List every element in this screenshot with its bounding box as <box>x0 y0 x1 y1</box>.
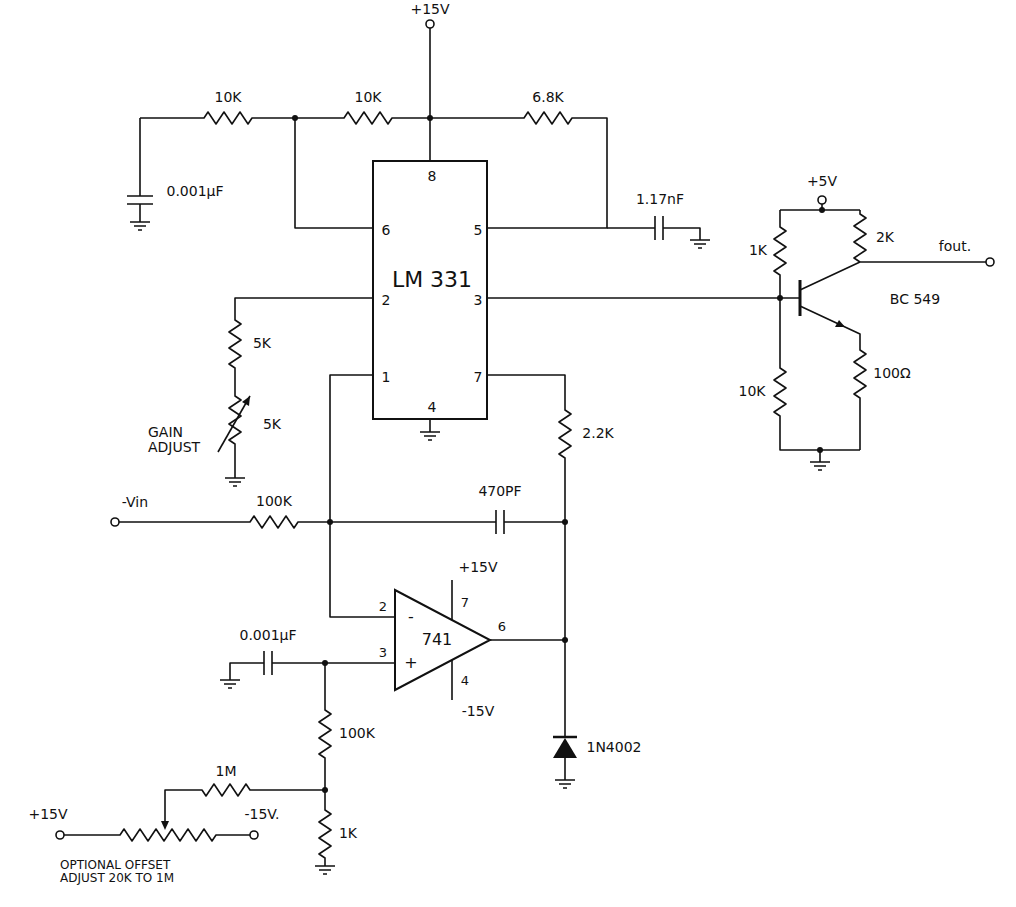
edge-group <box>330 375 372 617</box>
pin-number: 4 <box>461 674 469 687</box>
junction-dot <box>292 115 298 121</box>
arrow-head <box>242 396 250 406</box>
diode-symbol <box>553 738 577 758</box>
pin-number: 4 <box>428 400 437 414</box>
junction-dot <box>777 295 783 301</box>
part-name: LM 331 <box>392 269 472 291</box>
component-label: +5V <box>807 174 837 189</box>
wiper-arrow <box>161 821 169 830</box>
diode-bar <box>553 736 577 739</box>
component-label: +15V <box>410 2 449 17</box>
component-label: 100K <box>339 726 375 741</box>
pin-number: - <box>408 609 414 625</box>
offset-network-wire <box>315 663 365 874</box>
junction-dot <box>817 447 823 453</box>
capacitor-symbol <box>127 118 153 230</box>
component-label: 100K <box>256 494 292 509</box>
component-label: -Vin <box>122 495 148 510</box>
component-label: 5K <box>253 336 271 351</box>
pin-number: 2 <box>382 293 391 307</box>
component-label: 1M <box>216 764 237 779</box>
component-label: 0.001μF <box>239 628 296 643</box>
part-name: 741 <box>422 632 453 648</box>
component-label: 1.17nF <box>636 192 684 207</box>
opamp-triangle <box>395 590 490 690</box>
opamp-leads <box>365 580 510 700</box>
supply-wire <box>429 28 431 160</box>
component-label: 10K <box>739 384 766 399</box>
terminal-group <box>56 20 994 839</box>
pin-number: 8 <box>428 169 437 183</box>
pin-number: 3 <box>474 293 483 307</box>
pin-number: 3 <box>379 646 387 659</box>
pin-number: 6 <box>382 223 391 237</box>
pin7-wire <box>488 375 575 788</box>
junction-dot <box>562 637 568 643</box>
component-label: BC 549 <box>890 292 940 307</box>
component-label: 1K <box>339 826 357 841</box>
junction-dot <box>322 660 328 666</box>
transistor-base <box>799 280 802 316</box>
component-label: 2K <box>876 230 894 245</box>
output-wire <box>510 639 565 641</box>
junction-dot <box>819 207 825 213</box>
component-label: 6.8K <box>532 90 563 105</box>
component-label: fout. <box>939 239 971 254</box>
resistor-symbol <box>774 298 860 470</box>
component-label: 1N4002 <box>586 740 641 755</box>
component-label: -15V. <box>244 807 279 822</box>
resistor-symbol <box>165 784 325 822</box>
component-label: 5K <box>263 417 281 432</box>
junction-group <box>292 115 825 793</box>
resistor-symbol <box>774 210 786 298</box>
emitter-wire <box>800 306 866 450</box>
signal-wire <box>330 375 372 617</box>
capacitor-symbol <box>220 651 325 688</box>
component-label: 100Ω <box>873 366 910 381</box>
component-label: 470PF <box>478 484 521 499</box>
component-label: 10K <box>355 90 382 105</box>
terminal <box>56 831 64 839</box>
junction-dot <box>322 787 328 793</box>
junction-dot <box>562 519 568 525</box>
component-label: +15V <box>458 560 497 575</box>
terminal <box>111 518 119 526</box>
component-label: GAIN ADJUST <box>148 425 212 456</box>
opamp-triangle: 741- +2 3 7 6 4 <box>365 580 510 700</box>
variable-arrow <box>218 396 250 452</box>
terminal <box>426 20 434 28</box>
component-label: 1K <box>749 243 767 258</box>
ground-symbol <box>420 420 440 440</box>
component-label: OPTIONAL OFFSET ADJUST 20K TO 1M <box>60 859 180 885</box>
terminal <box>986 258 994 266</box>
terminal <box>250 831 258 839</box>
component-label: -15V <box>462 704 494 719</box>
component-label: 10K <box>215 90 242 105</box>
input-wire <box>119 510 565 534</box>
potentiometer-symbol <box>64 829 250 841</box>
terminal <box>818 196 826 204</box>
gain-network-wire <box>225 298 372 486</box>
pin-number: 7 <box>474 370 483 384</box>
component-label: 0.001μF <box>166 184 223 199</box>
ic-package: LM 331 8 6 5 2 3 1 7 4 <box>372 160 488 420</box>
component-label: +15V <box>28 807 67 822</box>
pin-number: + <box>404 655 417 671</box>
collector-wire <box>800 210 986 290</box>
pin6-wire <box>295 118 372 228</box>
pin-number: 5 <box>474 223 483 237</box>
pin-number: 6 <box>498 620 506 633</box>
pin-number: 7 <box>461 596 469 609</box>
junction-dot <box>427 115 433 121</box>
pin-number: 2 <box>379 600 387 613</box>
capacitor-symbol <box>607 216 710 248</box>
base-wire <box>488 297 800 299</box>
emitter-arrow <box>835 320 845 327</box>
pin-number: 1 <box>382 370 391 384</box>
component-label: 2.2K <box>582 426 613 441</box>
wire-group <box>64 28 986 874</box>
